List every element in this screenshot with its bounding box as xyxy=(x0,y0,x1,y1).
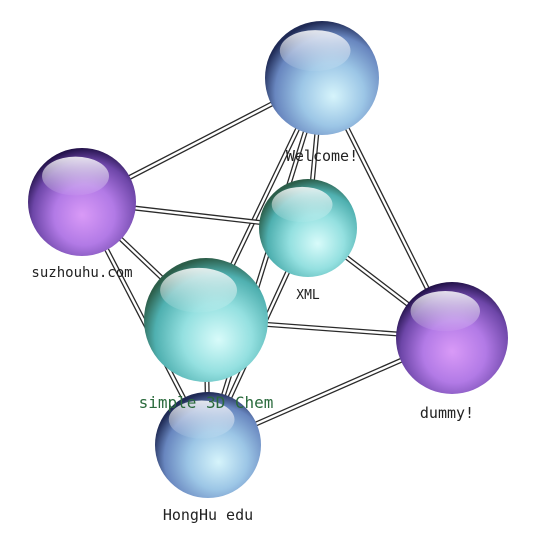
atom-label-dummy: dummy! xyxy=(420,404,474,422)
atom-highlight xyxy=(160,267,237,313)
atom-label-welcome: Welcome! xyxy=(286,147,358,165)
bonds xyxy=(79,75,455,448)
atom-simple3d[interactable] xyxy=(144,258,268,382)
atom-highlight xyxy=(271,186,333,223)
atom-highlight xyxy=(42,156,110,196)
atom-welcome[interactable] xyxy=(265,21,379,135)
atom-xml[interactable] xyxy=(259,179,357,277)
atom-label-simple3d: simple 3D Chem xyxy=(139,393,274,412)
atoms xyxy=(28,21,508,498)
atom-highlight xyxy=(410,290,480,332)
bond-welcome-honghu xyxy=(205,77,325,446)
atom-label-honghu: HongHu edu xyxy=(163,506,253,524)
atom-suzhouhu[interactable] xyxy=(28,148,136,256)
atom-label-xml: XML xyxy=(296,288,320,303)
atom-honghu[interactable] xyxy=(155,392,261,498)
atom-label-suzhouhu: suzhouhu.com xyxy=(31,265,132,281)
atom-dummy[interactable] xyxy=(396,282,508,394)
atom-highlight xyxy=(168,400,235,439)
atom-highlight xyxy=(279,30,351,72)
atom-labels: Welcome! suzhouhu.com dummy! HongHu edu XML s… xyxy=(31,147,474,524)
